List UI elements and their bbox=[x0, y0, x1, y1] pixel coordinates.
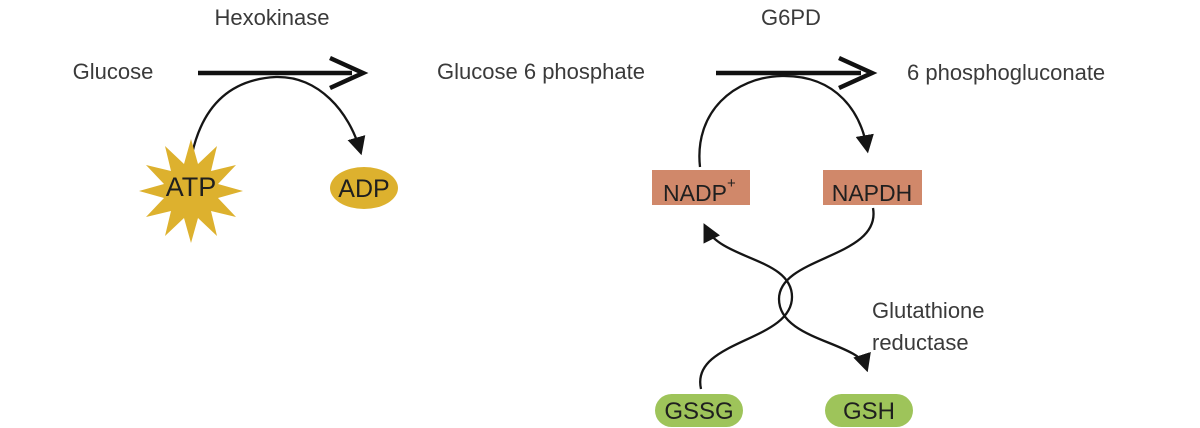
hexokinase-reaction: Hexokinase Glucose ATP ADP bbox=[73, 5, 398, 243]
g6pd-reaction-arrow bbox=[716, 55, 878, 91]
napdh-box bbox=[823, 170, 922, 205]
gssg-label: GSSG bbox=[664, 398, 733, 425]
gssg-pill bbox=[655, 394, 743, 427]
glucose-label: Glucose bbox=[73, 59, 154, 84]
nadp-label: NADP bbox=[663, 180, 727, 206]
glutathione-reductase-reaction: Glutathione reductase GSSG GSH bbox=[655, 207, 985, 427]
g6pd-reaction: Glucose 6 phosphate G6PD 6 phosphoglucon… bbox=[437, 5, 1105, 206]
adp-ellipse bbox=[330, 167, 398, 209]
nadp-superscript-plus: + bbox=[727, 175, 736, 192]
nadp-box bbox=[652, 170, 750, 205]
glucose-6-phosphate-label: Glucose 6 phosphate bbox=[437, 59, 645, 84]
atp-starburst bbox=[139, 139, 243, 243]
atp-label: ATP bbox=[166, 172, 217, 202]
napdh-to-gsh-curved-arrow bbox=[777, 207, 875, 373]
g6pd-enzyme-label: G6PD bbox=[761, 5, 821, 30]
six-phosphogluconate-label: 6 phosphogluconate bbox=[907, 60, 1105, 85]
hexokinase-enzyme-label: Hexokinase bbox=[215, 5, 330, 30]
adp-label: ADP bbox=[338, 175, 389, 203]
glutathione-reductase-label-line2: reductase bbox=[872, 330, 969, 355]
gsh-pill bbox=[825, 394, 913, 427]
glutathione-reductase-label-line1: Glutathione bbox=[872, 298, 985, 323]
gssg-to-nadp-curved-arrow bbox=[699, 223, 794, 390]
nadp-to-napdh-cycle-arrow bbox=[698, 74, 874, 168]
gsh-label: GSH bbox=[843, 398, 895, 425]
napdh-label: NAPDH bbox=[832, 180, 913, 206]
hexokinase-reaction-arrow bbox=[198, 55, 369, 91]
atp-to-adp-curved-arrow bbox=[190, 75, 366, 156]
